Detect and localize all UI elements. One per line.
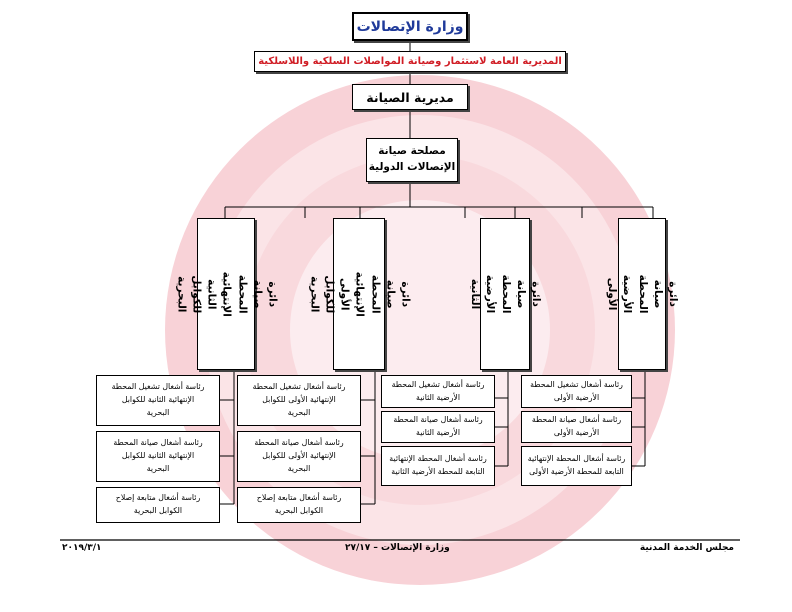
- unit-box: رئاسة أشغال تشغيل المحطة الأرضية الثانية: [381, 375, 495, 408]
- circle-label: دائرة صيانة المحطة الأرضية الأولى: [606, 274, 680, 314]
- ministry-box: وزارة الإتصالات: [352, 12, 468, 41]
- unit-box: رئاسة أشغال صيانة المحطة الإنتهائية الأو…: [237, 431, 361, 482]
- unit-box: رئاسة أشغال المحطة الإنتهائية التابعة لل…: [521, 446, 632, 486]
- circle-label: دائرة صيانة المحطة الأرضية الثانية: [469, 274, 543, 314]
- footer-ministry-ref: وزارة الإتصالات – ٢٧/١٧: [345, 543, 450, 553]
- circle-box-4: دائرة صيانة المحطة الإنتهائية الثانية لل…: [175, 218, 278, 370]
- circle-label: دائرة صيانة المحطة الإنتهائية الأولى للك…: [307, 271, 412, 317]
- unit-box: رئاسة أشغال المحطة الإنتهائية التابعة لل…: [381, 446, 495, 486]
- international-maintenance-department-box: مصلحة صيانة الإتصالات الدولية: [366, 138, 458, 182]
- circle-box-1: دائرة صيانة المحطة الأرضية الأولى: [606, 218, 679, 370]
- unit-box: رئاسة أشغال صيانة المحطة الأرضية الثانية: [381, 411, 495, 443]
- unit-box: رئاسة أشغال تشغيل المحطة الأرضية الأولى: [521, 375, 632, 408]
- unit-box: رئاسة أشغال صيانة المحطة الإنتهائية الثا…: [96, 431, 220, 482]
- circle-box-3: دائرة صيانة المحطة الإنتهائية الأولى للك…: [308, 218, 411, 370]
- footer-council: مجلس الخدمة المدنية: [639, 543, 734, 553]
- maintenance-directorate-box: مديرية الصيانة: [352, 84, 468, 110]
- unit-box: رئاسة أشغال صيانة المحطة الأرضية الأولى: [521, 411, 632, 443]
- unit-box: رئاسة أشغال متابعة إصلاح الكوابل البحرية: [237, 487, 361, 523]
- unit-box: رئاسة أشغال تشغيل المحطة الإنتهائية الثا…: [96, 375, 220, 426]
- directorate-general-box: المديرية العامة لاستثمار وصيانة المواصلا…: [254, 51, 566, 72]
- unit-box: رئاسة أشغال تشغيل المحطة الإنتهائية الأو…: [237, 375, 361, 426]
- unit-box: رئاسة أشغال متابعة إصلاح الكوابل البحرية: [96, 487, 220, 523]
- circle-box-2: دائرة صيانة المحطة الأرضية الثانية: [469, 218, 542, 370]
- circle-label: دائرة صيانة المحطة الإنتهائية الثانية لل…: [174, 271, 279, 317]
- footer-date: ٢٠١٩/٣/١: [62, 543, 102, 553]
